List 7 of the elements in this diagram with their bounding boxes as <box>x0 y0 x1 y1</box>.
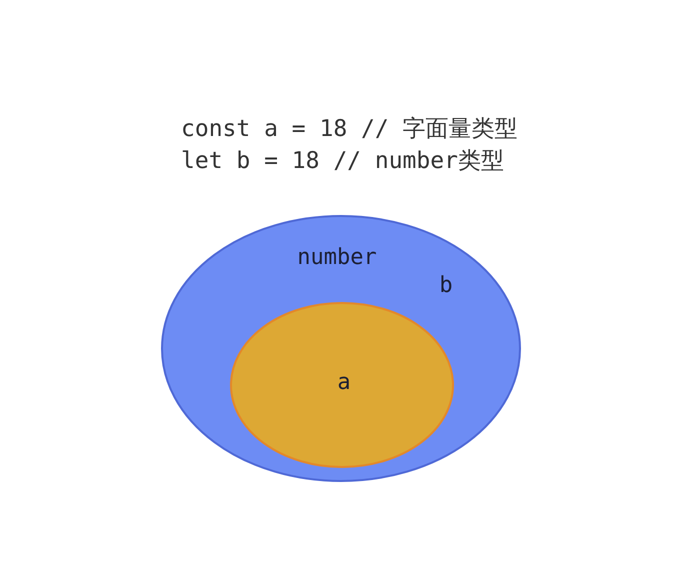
code-line: const a = 18 // 字面量类型 <box>181 115 518 143</box>
code-line: let b = 18 // number类型 <box>181 147 504 175</box>
ellipse <box>230 302 454 468</box>
variable-label: b <box>439 274 453 298</box>
set-label: number <box>297 246 377 270</box>
variable-label: a <box>337 371 351 395</box>
ellipse <box>161 215 521 482</box>
